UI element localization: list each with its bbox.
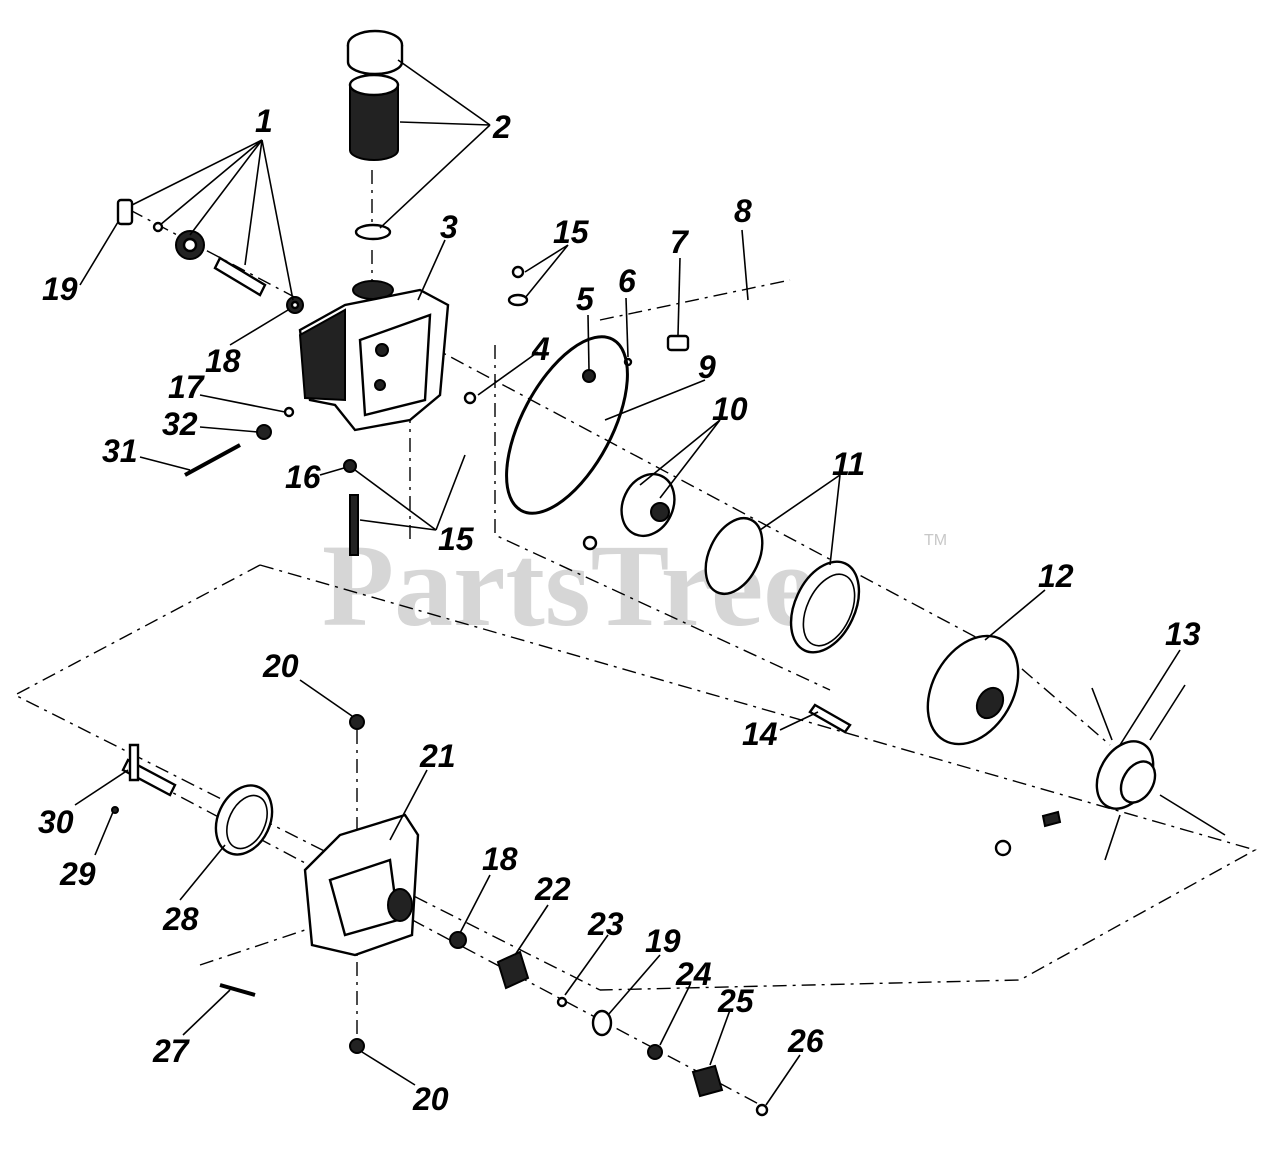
- callout-4: 4: [531, 331, 550, 367]
- callout-25: 25: [717, 983, 755, 1019]
- callout-16: 16: [285, 459, 321, 495]
- callout-11: 11: [832, 446, 865, 482]
- part-15c-drawing: [349, 494, 359, 556]
- callout-5: 5: [576, 281, 595, 317]
- crankcase-drawing: [298, 288, 450, 432]
- part-12-drawing: [926, 634, 1020, 746]
- part-24-drawing: [647, 1044, 663, 1060]
- part-27-drawing: [219, 983, 256, 997]
- callout-15-bottom: 15: [438, 521, 475, 557]
- callout-30: 30: [38, 804, 74, 840]
- part-7-drawing: [666, 334, 690, 352]
- o-ring-drawing: [505, 335, 629, 515]
- callout-15-top: 15: [553, 214, 590, 250]
- callout-22: 22: [534, 871, 571, 907]
- fuel-cap-drawing: [346, 29, 404, 300]
- watermark-trademark: TM: [924, 532, 947, 549]
- callout-9: 9: [698, 349, 716, 385]
- callout-19-top: 19: [42, 271, 78, 307]
- part-17-drawing: [283, 406, 295, 418]
- part-14-drawing: [808, 703, 852, 734]
- part-22-drawing: [496, 950, 530, 990]
- callout-17: 17: [168, 369, 206, 405]
- callout-3: 3: [440, 209, 458, 245]
- callout-19-bottom: 19: [645, 923, 681, 959]
- callout-12: 12: [1038, 558, 1074, 594]
- part-20a-drawing: [349, 714, 365, 730]
- part-26-drawing: [755, 1103, 769, 1117]
- parts: [111, 29, 1226, 1117]
- part-13-drawing: [994, 684, 1226, 861]
- callout-27: 27: [152, 1033, 191, 1069]
- part-32-drawing: [256, 424, 272, 440]
- part-25-drawing: [691, 1064, 724, 1098]
- callout-29: 29: [59, 856, 96, 892]
- callout-labels: 1 2 3 4 5 6 7 8 9 10 11 12 13 14 15 15 1…: [38, 103, 1201, 1117]
- crank-bearing-drawing: [116, 198, 304, 314]
- part-10-drawing: [582, 472, 676, 551]
- callout-31: 31: [102, 433, 138, 469]
- part-4-drawing: [463, 391, 477, 405]
- callout-28: 28: [162, 901, 199, 937]
- part-29-drawing: [111, 806, 119, 814]
- callout-1: 1: [255, 103, 273, 139]
- callout-32: 32: [162, 406, 198, 442]
- part-15a-drawing: [511, 265, 525, 279]
- callout-18-top: 18: [205, 343, 241, 379]
- leader-lines: [74, 59, 1181, 1106]
- callout-10: 10: [712, 391, 748, 427]
- callout-6: 6: [618, 263, 636, 299]
- part-23-drawing: [556, 996, 568, 1008]
- callout-18-bottom: 18: [482, 841, 518, 877]
- part-11-drawing: [704, 517, 861, 654]
- part-30-drawing: [121, 743, 177, 797]
- callout-20-bottom: 20: [412, 1081, 449, 1117]
- part-15b-drawing: [507, 293, 529, 307]
- part-21-drawing: [303, 813, 420, 957]
- callout-21: 21: [419, 738, 456, 774]
- callout-14: 14: [742, 716, 778, 752]
- callout-23: 23: [587, 906, 624, 942]
- callout-7: 7: [670, 224, 690, 260]
- part-31-drawing: [184, 443, 241, 477]
- callout-8: 8: [734, 193, 752, 229]
- part-18b-drawing: [449, 931, 467, 949]
- part-28-drawing: [214, 784, 274, 856]
- callout-24: 24: [675, 956, 712, 992]
- part-5-drawing: [582, 369, 596, 383]
- callout-2: 2: [492, 109, 511, 145]
- callout-13: 13: [1165, 616, 1201, 652]
- part-16-drawing: [343, 459, 357, 473]
- callout-26: 26: [787, 1023, 824, 1059]
- callout-20-top: 20: [262, 648, 299, 684]
- part-19b-drawing: [591, 1009, 613, 1037]
- part-20b-drawing: [349, 1038, 365, 1054]
